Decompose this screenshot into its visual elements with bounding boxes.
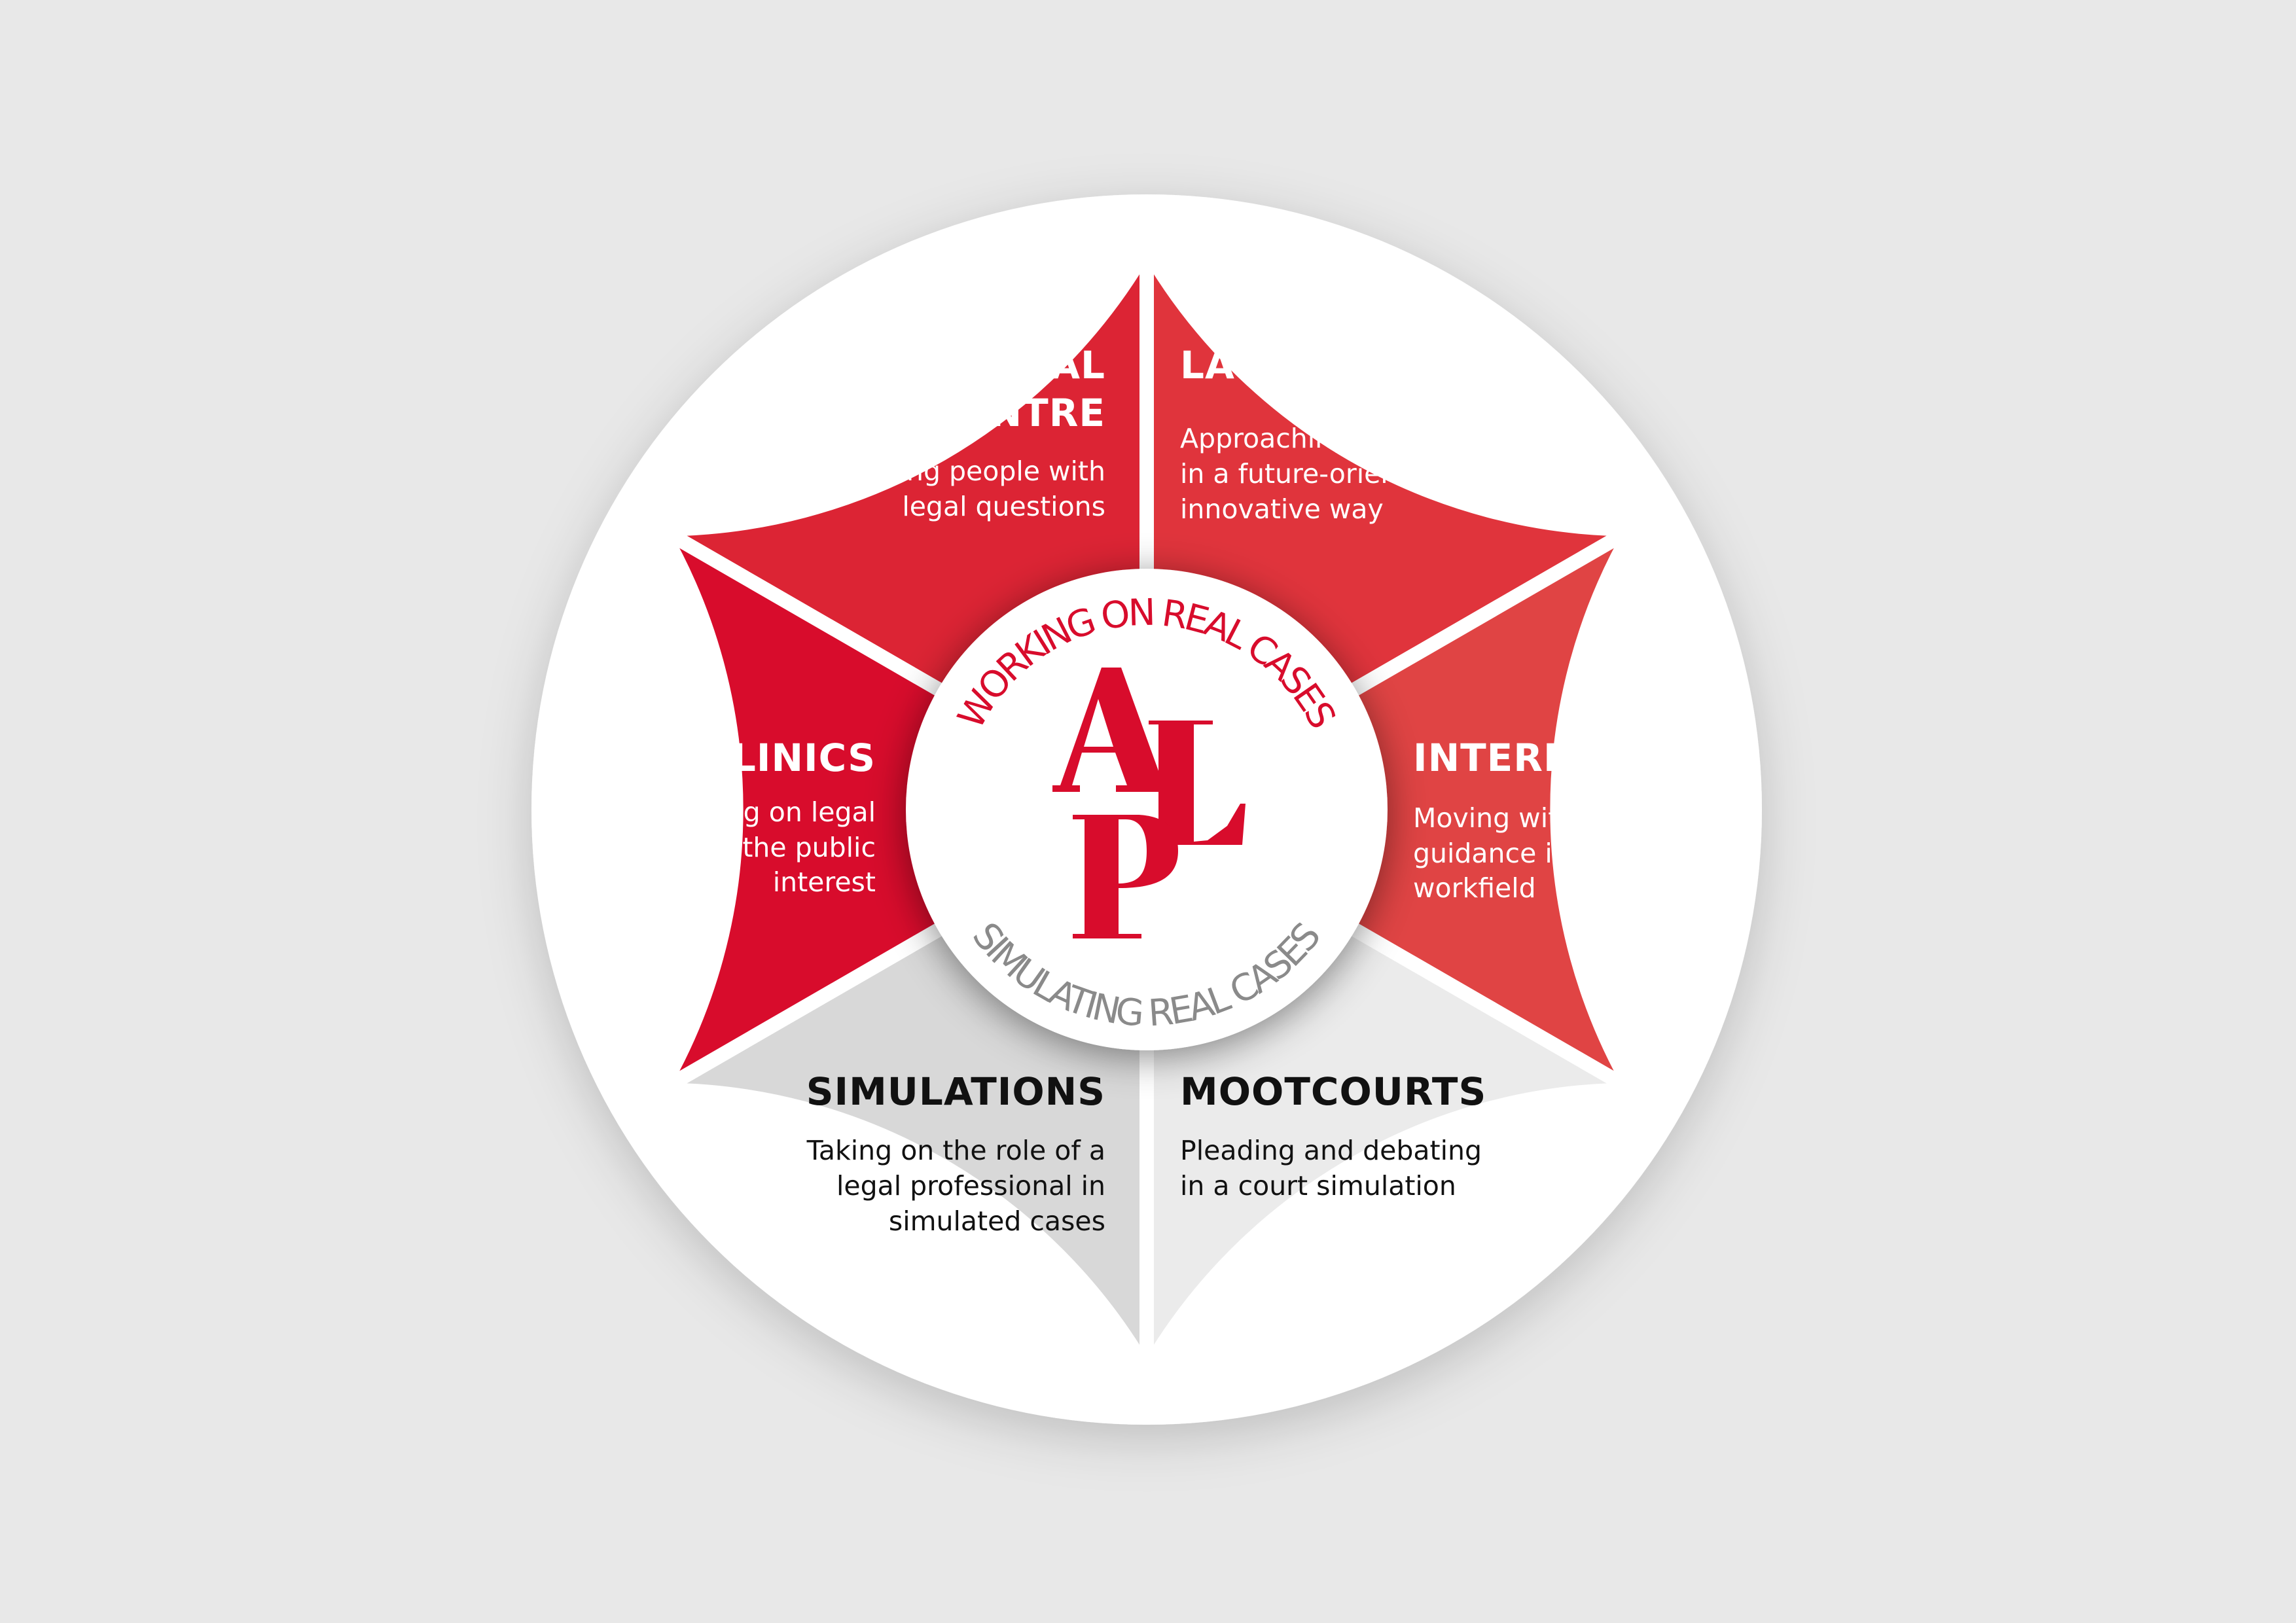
wedge-law-clinics <box>641 509 1161 1110</box>
segment-law-labs: LAW LABS Approaching problems in a futur… <box>1180 343 1482 525</box>
segment-title: LAW CLINICS <box>594 736 876 780</box>
segment-description: Pleading and debating <box>1180 1135 1482 1166</box>
segment-description: Taking on the role of a <box>806 1135 1105 1166</box>
segment-simulations: SIMULATIONS Taking on the role of a lega… <box>806 1069 1105 1237</box>
center-hub <box>906 569 1388 1050</box>
segment-description: in a court simulation <box>1180 1170 1456 1202</box>
logo-letter-l <box>1149 721 1246 845</box>
segment-title: LAW LABS <box>1180 343 1402 387</box>
segment-legal-advice-centre: LEGAL ADVICE CENTRE Helping people with … <box>759 343 1105 522</box>
segment-description: Working on legal <box>651 796 876 828</box>
segment-description: legal questions <box>902 491 1105 522</box>
segment-title: LEGAL <box>967 343 1105 387</box>
segment-description: Helping people with <box>838 455 1105 487</box>
alp-logo <box>1052 668 1246 938</box>
segment-internships: INTERNSHIPS Moving with guidance into th… <box>1413 736 1708 904</box>
segment-description: guidance into the <box>1413 838 1649 869</box>
segment-title: ADVICE CENTRE <box>759 391 1105 435</box>
segment-description: simulated cases <box>889 1205 1105 1237</box>
segment-description: workfield <box>1413 872 1536 904</box>
segment-description: issues in the public <box>618 832 876 863</box>
segment-description: Approaching problems <box>1180 423 1482 454</box>
segment-title: INTERNSHIPS <box>1413 736 1708 780</box>
wedge-internships <box>1132 509 1653 1110</box>
segment-description: innovative way <box>1180 493 1384 525</box>
segment-mootcourts: MOOTCOURTS Pleading and debating in a co… <box>1180 1069 1486 1202</box>
segment-description: in a future-oriented, <box>1180 458 1450 490</box>
segment-description: Moving with <box>1413 802 1575 834</box>
segment-law-clinics: LAW CLINICS Working on legal issues in t… <box>594 736 876 898</box>
segment-description: interest <box>773 866 876 898</box>
segment-description: legal professional in <box>836 1170 1105 1202</box>
logo-letter-a <box>1052 668 1172 792</box>
logo-letter-p <box>1073 815 1178 938</box>
segment-title: SIMULATIONS <box>806 1069 1105 1114</box>
segment-title: MOOTCOURTS <box>1180 1069 1486 1114</box>
